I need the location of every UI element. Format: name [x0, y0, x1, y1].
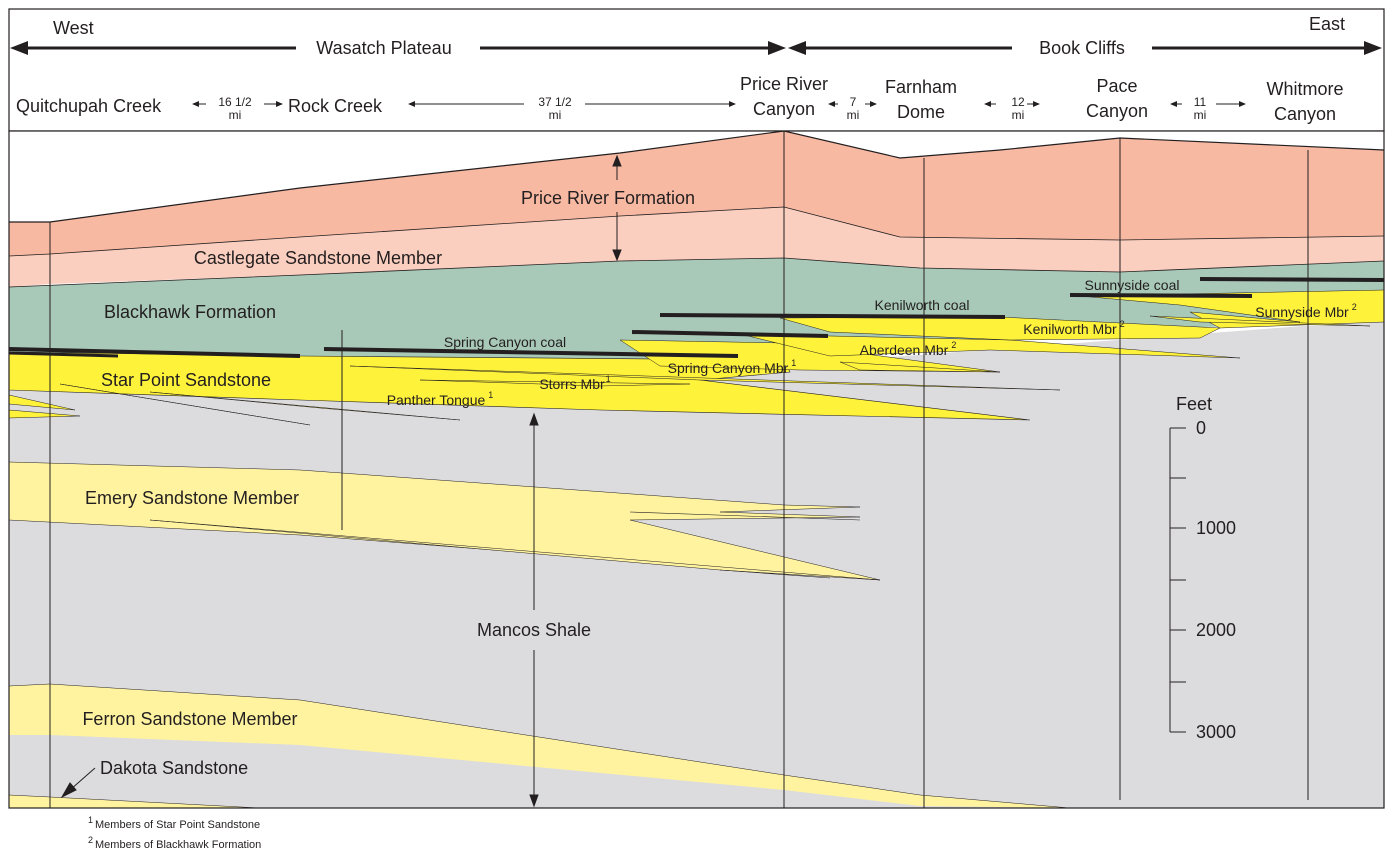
unit-emery	[9, 461, 881, 581]
west-label: West	[53, 18, 94, 38]
unit-castlegate	[9, 207, 1384, 287]
distance-11: 11 mi	[1170, 95, 1246, 122]
locality-farnham-1: Farnham	[885, 77, 957, 97]
scale-tick-2000: 2000	[1196, 620, 1236, 640]
distance-value: 7	[850, 95, 857, 109]
label-ferron: Ferron Sandstone Member	[82, 709, 297, 729]
label-mancos: Mancos Shale	[477, 620, 591, 640]
label-kenilworth-coal: Kenilworth coal	[875, 297, 970, 313]
cross-section-panel	[9, 131, 1384, 808]
locality-price-river-2: Canyon	[753, 99, 815, 119]
coal-beds	[9, 277, 1384, 358]
distance-12: 12 mi	[984, 95, 1040, 122]
distance-value: 16 1/2	[218, 95, 252, 109]
locality-pace-1: Pace	[1096, 76, 1137, 96]
distance-unit: mi	[1012, 108, 1025, 122]
region-arrows	[10, 41, 1382, 55]
distance-value: 11	[1194, 95, 1207, 109]
distance-37-5: 37 1/2 mi	[408, 95, 736, 122]
distance-16-5: 16 1/2 mi	[192, 95, 283, 122]
label-dakota: Dakota Sandstone	[100, 758, 248, 778]
unit-dakota	[9, 794, 261, 808]
unit-price-river	[9, 131, 1384, 256]
locality-rock-creek: Rock Creek	[288, 96, 383, 116]
scale-bar	[1169, 427, 1186, 733]
label-castlegate: Castlegate Sandstone Member	[194, 248, 442, 268]
distance-value: 37 1/2	[538, 95, 572, 109]
label-emery: Emery Sandstone Member	[85, 488, 299, 508]
label-storrs-mbr: Storrs Mbr1	[539, 374, 610, 392]
unit-spring-canyon-mbr	[619, 339, 1001, 373]
locality-farnham-2: Dome	[897, 102, 945, 122]
unit-aberdeen-mbr	[739, 333, 1241, 359]
distance-value: 12	[1011, 95, 1025, 109]
region-book-cliffs: Book Cliffs	[1039, 38, 1125, 58]
distance-unit: mi	[847, 108, 860, 122]
scale-tick-1000: 1000	[1196, 518, 1236, 538]
label-blackhawk: Blackhawk Formation	[104, 302, 276, 322]
east-label: East	[1309, 14, 1345, 34]
thickness-arrows	[60, 154, 622, 808]
scale-title: Feet	[1176, 394, 1212, 414]
scale-tick-0: 0	[1196, 418, 1206, 438]
locality-quitchupah-creek: Quitchupah Creek	[16, 96, 162, 116]
scale-tick-3000: 3000	[1196, 722, 1236, 742]
locality-whitmore-2: Canyon	[1274, 104, 1336, 124]
distance-unit: mi	[549, 108, 562, 122]
label-star-point: Star Point Sandstone	[101, 370, 271, 390]
distance-unit: mi	[229, 108, 242, 122]
distance-7: 7 mi	[828, 95, 877, 122]
label-price-river-formation: Price River Formation	[521, 188, 695, 208]
label-spring-canyon-coal: Spring Canyon coal	[444, 334, 566, 350]
distance-unit: mi	[1194, 108, 1207, 122]
section-lines	[49, 131, 1309, 808]
label-sunnyside-coal: Sunnyside coal	[1085, 277, 1180, 293]
locality-price-river-1: Price River	[740, 74, 828, 94]
panel-frame	[8, 130, 1385, 809]
header-box	[8, 8, 1385, 132]
locality-pace-2: Canyon	[1086, 101, 1148, 121]
region-wasatch-plateau: Wasatch Plateau	[316, 38, 451, 58]
locality-whitmore-1: Whitmore	[1266, 79, 1343, 99]
